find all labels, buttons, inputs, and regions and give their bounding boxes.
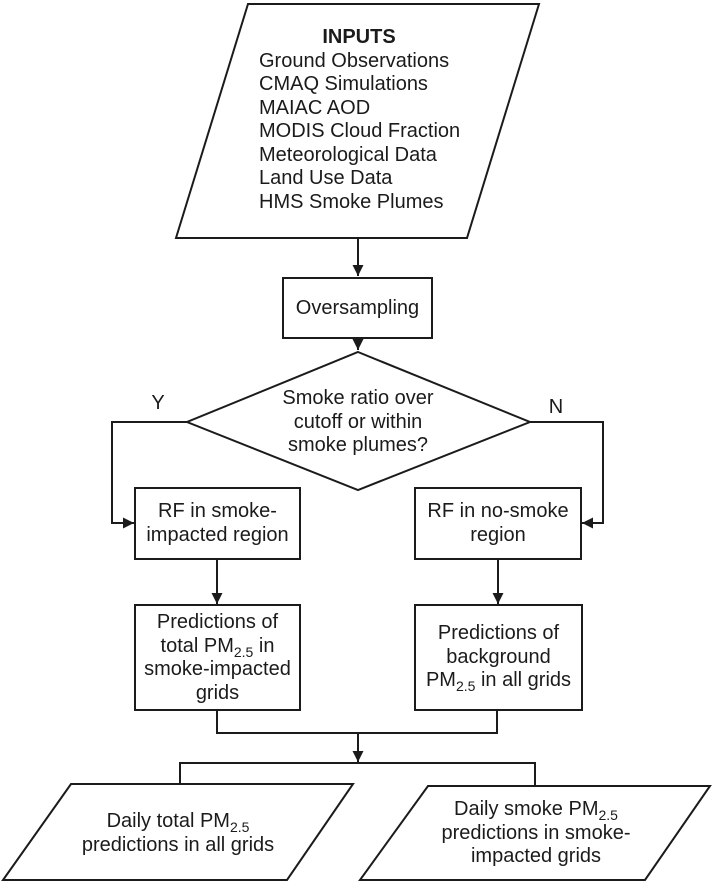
rf-smoke-label: RF in smoke-impacted region: [146, 500, 289, 546]
branch-yes-label: Y: [151, 392, 165, 414]
output-daily-total-parallelogram: [1, 783, 355, 881]
oversampling-box: [282, 277, 433, 339]
inputs-title: INPUTS: [322, 26, 396, 48]
merge-connector: [216, 711, 498, 734]
decision-diamond: [184, 350, 533, 492]
predictions-background-box: [414, 604, 583, 711]
rf-smoke-box: [134, 487, 301, 560]
split-connector: [179, 762, 536, 786]
inputs-parallelogram: [174, 3, 541, 239]
predictions-total-box: [134, 604, 301, 711]
branch-no-connector: [530, 421, 604, 529]
oversampling-label: Oversampling: [295, 297, 420, 319]
branch-no-label: N: [548, 396, 564, 418]
rf-no-smoke-box: [414, 487, 582, 560]
output-daily-smoke-parallelogram: [358, 785, 712, 881]
branch-yes-connector: [111, 421, 187, 529]
